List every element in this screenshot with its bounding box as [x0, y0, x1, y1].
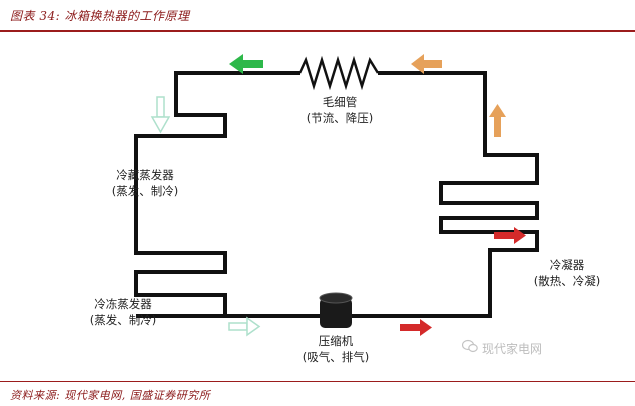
arrow-light-down [150, 96, 171, 134]
capillary-title: 毛细管 [322, 95, 358, 109]
capillary-tube [298, 55, 380, 91]
freezer-evaporator-title: 冷冻蒸发器 [94, 297, 152, 311]
arrow-orange-up [489, 104, 506, 137]
fridge-evaporator-label: 冷藏蒸发器 (蒸发、制冷) [90, 167, 200, 199]
freezer-evaporator-label: 冷冻蒸发器 (蒸发、制冷) [68, 296, 178, 328]
condenser-title: 冷凝器 [549, 258, 585, 272]
source-note: 资料来源: 现代家电网, 国盛证券研究所 [10, 389, 211, 402]
arrow-red-right-compressor [400, 319, 432, 336]
arrow-light-right [228, 316, 261, 337]
arrow-green-left [229, 54, 263, 74]
freezer-evaporator-subtitle: (蒸发、制冷) [89, 313, 157, 327]
capillary-label: 毛细管 (节流、降压) [290, 94, 390, 126]
compressor-icon [319, 292, 353, 328]
watermark-chat-icon [462, 339, 478, 353]
condenser-subtitle: (散热、冷凝) [533, 274, 601, 288]
watermark-text: 现代家电网 [482, 342, 543, 356]
top-rule [0, 30, 635, 32]
arrow-orange-left [411, 54, 442, 74]
arrow-red-right-condenser [494, 227, 526, 244]
fridge-evaporator-subtitle: (蒸发、制冷) [111, 184, 179, 198]
condenser-label: 冷凝器 (散热、冷凝) [512, 257, 622, 289]
compressor-title: 压缩机 [318, 334, 354, 348]
compressor-subtitle: (吸气、排气) [302, 350, 370, 364]
figure-caption: 图表 34: 冰箱换热器的工作原理 [10, 9, 190, 23]
capillary-subtitle: (节流、降压) [306, 111, 374, 125]
refrigerant-pipe [134, 71, 300, 318]
bottom-rule [0, 381, 635, 382]
fridge-evaporator-title: 冷藏蒸发器 [116, 168, 174, 182]
compressor-label: 压缩机 (吸气、排气) [286, 333, 386, 365]
refrigerant-pipe-bottom [225, 71, 539, 318]
